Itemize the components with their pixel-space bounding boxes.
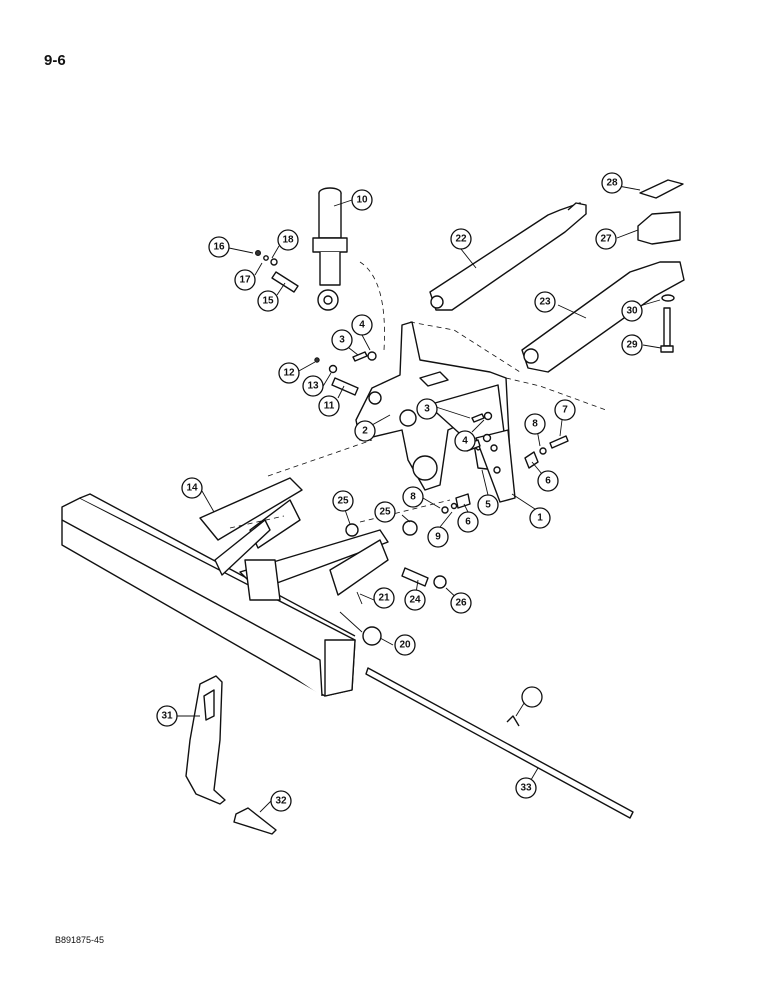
drawbar-frame — [61, 477, 389, 697]
svg-text:13: 13 — [307, 381, 319, 392]
callout-18: 16 — [208, 236, 230, 258]
callout-7: 7 — [554, 399, 576, 421]
callout-20: 18 — [277, 229, 299, 251]
svg-text:32: 32 — [275, 796, 287, 807]
callout-13: 13 — [302, 375, 324, 397]
svg-text:8: 8 — [410, 492, 416, 503]
svg-text:7: 7 — [562, 405, 568, 416]
callout-1: 1 — [529, 507, 551, 529]
svg-text:3: 3 — [339, 335, 345, 346]
callout-21: 22 — [450, 228, 472, 250]
callout-22: 23 — [534, 291, 556, 313]
callout-24: 25 — [374, 501, 396, 523]
lynch-pins — [441, 435, 569, 514]
svg-text:4: 4 — [359, 320, 365, 331]
callout-31: 32 — [270, 790, 292, 812]
callout-5: 5 — [477, 494, 499, 516]
callout-30: 31 — [156, 705, 178, 727]
callout-2: 2 — [354, 420, 376, 442]
callout-15: 20 — [394, 634, 416, 656]
svg-text:31: 31 — [161, 711, 173, 722]
ripper-point — [233, 807, 277, 835]
callout-17: 15 — [257, 290, 279, 312]
cylinder-pin-parts — [255, 250, 299, 293]
svg-text:25: 25 — [337, 496, 349, 507]
clamp-assembly — [637, 179, 684, 245]
svg-text:28: 28 — [606, 178, 618, 189]
svg-text:12: 12 — [283, 368, 295, 379]
lower-link-arm — [521, 261, 685, 373]
mounting-plate — [475, 429, 516, 503]
svg-text:24: 24 — [409, 595, 421, 606]
svg-text:14: 14 — [186, 483, 198, 494]
svg-text:26: 26 — [455, 598, 467, 609]
callout-6a: 6 — [537, 470, 559, 492]
svg-text:20: 20 — [399, 640, 411, 651]
svg-text:22: 22 — [455, 234, 467, 245]
callout-11: 11 — [318, 395, 340, 417]
callout-6b: 6 — [457, 511, 479, 533]
callout-3b: 3 — [416, 398, 438, 420]
callout-3a: 3 — [331, 329, 353, 351]
callout-25b: 26 — [450, 592, 472, 614]
ripper-shank — [185, 675, 226, 805]
svg-text:30: 30 — [626, 306, 638, 317]
svg-text:15: 15 — [262, 296, 274, 307]
callout-16: 21 — [373, 587, 395, 609]
callout-4b: 4 — [454, 430, 476, 452]
page-number: 9-6 — [44, 52, 66, 69]
svg-text:5: 5 — [485, 500, 491, 511]
svg-text:17: 17 — [239, 275, 251, 286]
svg-text:1: 1 — [537, 513, 543, 524]
callout-27: 28 — [601, 172, 623, 194]
callout-10: 10 — [351, 189, 373, 211]
svg-text:3: 3 — [424, 404, 430, 415]
upper-link-arm — [429, 202, 587, 311]
svg-text:9: 9 — [435, 532, 441, 543]
figure-code: B891875-45 — [55, 935, 105, 945]
svg-text:10: 10 — [356, 195, 368, 206]
callout-25a: 25 — [332, 490, 354, 512]
svg-text:2: 2 — [362, 426, 368, 437]
svg-text:25: 25 — [379, 507, 391, 518]
callout-8b: 8 — [402, 486, 424, 508]
callout-28: 29 — [621, 334, 643, 356]
callout-9: 9 — [427, 526, 449, 548]
callout-26: 27 — [595, 228, 617, 250]
svg-text:6: 6 — [465, 517, 471, 528]
long-rod — [365, 667, 634, 819]
svg-text:11: 11 — [324, 401, 335, 412]
callout-29: 30 — [621, 300, 643, 322]
callout-19: 17 — [234, 269, 256, 291]
svg-text:33: 33 — [520, 783, 532, 794]
svg-text:21: 21 — [378, 593, 390, 604]
assembly-lines — [229, 261, 607, 529]
svg-text:29: 29 — [626, 340, 638, 351]
callout-14: 14 — [181, 477, 203, 499]
svg-text:6: 6 — [545, 476, 551, 487]
callout-32: 33 — [515, 777, 537, 799]
callout-23: 24 — [404, 589, 426, 611]
svg-text:18: 18 — [282, 235, 294, 246]
callout-4a: 4 — [351, 314, 373, 336]
spacers-and-bushings — [345, 520, 447, 589]
callout-12: 12 — [278, 362, 300, 384]
clamp-bolt — [660, 294, 675, 353]
svg-text:8: 8 — [532, 419, 538, 430]
svg-text:23: 23 — [539, 297, 551, 308]
hydraulic-cylinder — [312, 187, 348, 311]
svg-text:16: 16 — [213, 242, 225, 253]
hitch-pin — [339, 591, 382, 646]
svg-text:27: 27 — [600, 234, 612, 245]
callout-8a: 8 — [524, 413, 546, 435]
callout-33 — [521, 686, 543, 708]
svg-text:4: 4 — [462, 436, 468, 447]
